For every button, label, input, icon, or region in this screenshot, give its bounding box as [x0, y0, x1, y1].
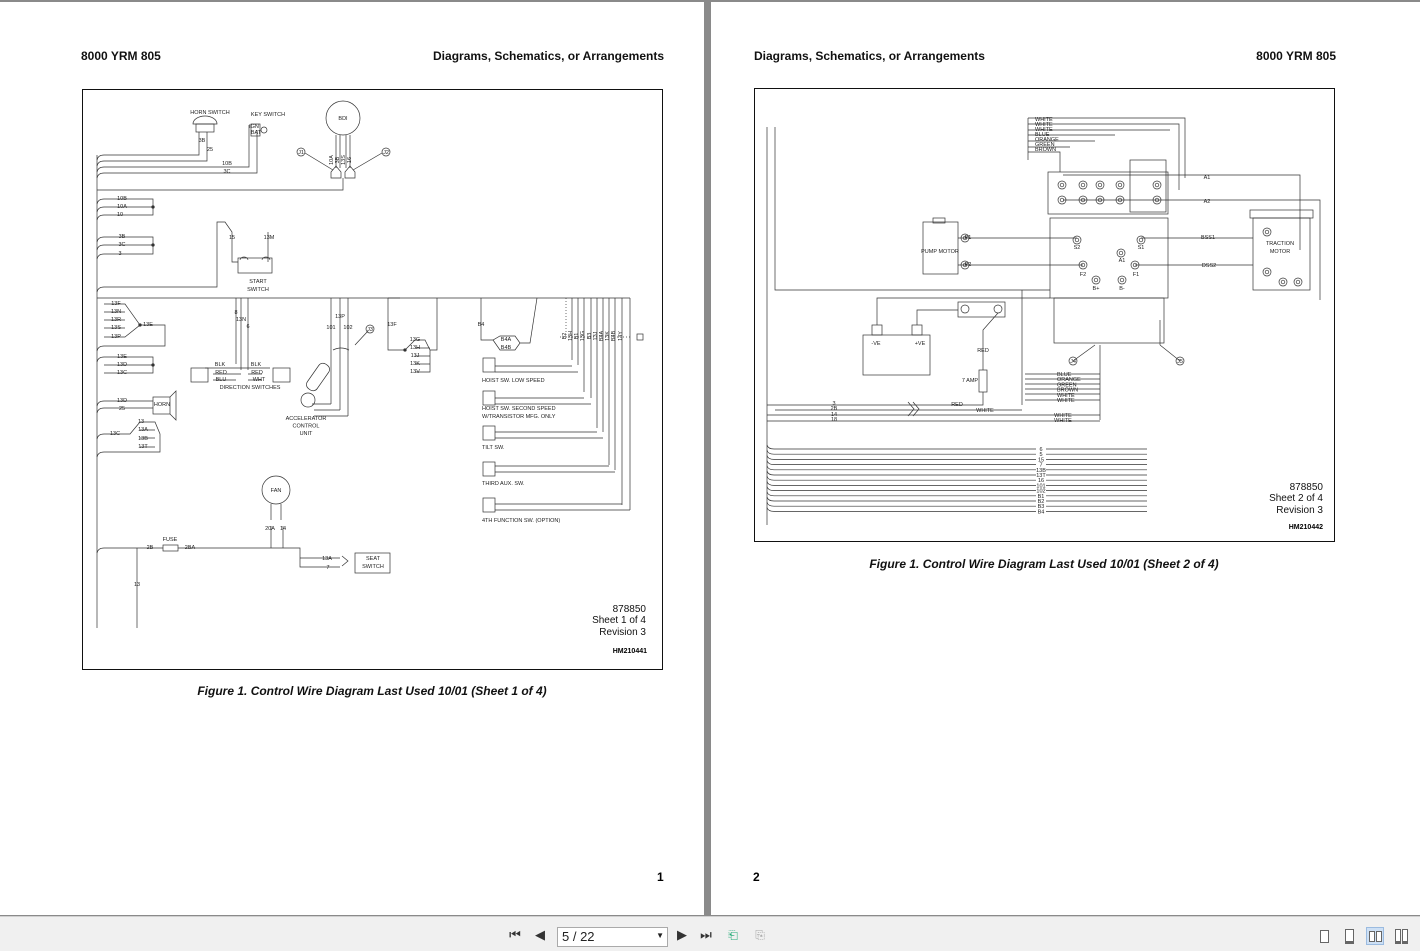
- drawing-info: 878850 Sheet 2 of 4 Revision 3: [1269, 482, 1323, 516]
- previous-view-icon: ⎗: [728, 927, 738, 942]
- page-header-left: Diagrams, Schematics, or Arrangements: [754, 49, 985, 63]
- continuous-view-button[interactable]: [1340, 927, 1358, 945]
- page-indicator: 5 / 22: [562, 929, 595, 944]
- revision: Revision 3: [1276, 504, 1323, 516]
- figure-caption: Figure 1. Control Wire Diagram Last Used…: [197, 684, 547, 698]
- hm-code: HM210442: [1288, 524, 1323, 531]
- two-page-icon-right: [1376, 931, 1382, 942]
- next-page-button[interactable]: ▶: [674, 927, 690, 943]
- drawing-number: 878850: [612, 604, 646, 615]
- pdf-page-2: Diagrams, Schematics, or Arrangements 80…: [711, 2, 1420, 915]
- next-view-button[interactable]: ⎘: [752, 927, 768, 943]
- two-page-continuous-icon-right: [1402, 929, 1408, 944]
- sheet-number: Sheet 2 of 4: [1269, 493, 1323, 505]
- chevron-down-icon[interactable]: ▼: [656, 931, 664, 940]
- two-page-continuous-view-button[interactable]: [1392, 927, 1410, 945]
- page-header-right: 8000 YRM 805: [1256, 49, 1336, 63]
- drawing-info: 878850 Sheet 1 of 4 Revision 3: [592, 604, 646, 638]
- first-page-icon: ⏮: [509, 927, 521, 942]
- previous-page-icon: ◀: [535, 927, 545, 942]
- drawing-number: 878850: [1289, 482, 1323, 493]
- continuous-icon: [1345, 929, 1354, 944]
- next-page-icon: ▶: [677, 927, 687, 942]
- pdf-viewer-toolbar: ⏮ ◀ 5 / 22 ▼ ▶ ⏭ ⎗ ⎘: [0, 916, 1420, 951]
- page-header-right: Diagrams, Schematics, or Arrangements: [433, 49, 664, 63]
- page-number: 1: [657, 870, 664, 884]
- two-page-view-button[interactable]: [1366, 927, 1384, 945]
- first-page-button[interactable]: ⏮: [507, 927, 523, 943]
- revision: Revision 3: [599, 626, 646, 638]
- single-page-view-button[interactable]: [1315, 927, 1333, 945]
- two-page-continuous-icon: [1395, 929, 1401, 944]
- page-header-left: 8000 YRM 805: [81, 49, 161, 63]
- diagram-frame: [82, 89, 663, 670]
- sheet-number: Sheet 1 of 4: [592, 615, 646, 627]
- diagram-frame: [754, 88, 1335, 542]
- last-page-icon: ⏭: [700, 927, 712, 942]
- next-view-icon: ⎘: [755, 927, 765, 942]
- page-number: 2: [753, 870, 760, 884]
- hm-code: HM210441: [612, 648, 647, 655]
- two-page-icon: [1369, 931, 1375, 942]
- previous-page-button[interactable]: ◀: [532, 927, 548, 943]
- single-page-icon: [1320, 930, 1329, 943]
- previous-view-button[interactable]: ⎗: [725, 927, 741, 943]
- page-number-input[interactable]: 5 / 22 ▼: [557, 927, 668, 947]
- figure-caption: Figure 1. Control Wire Diagram Last Used…: [869, 557, 1219, 571]
- pdf-page-1: 8000 YRM 805 Diagrams, Schematics, or Ar…: [0, 2, 704, 915]
- last-page-button[interactable]: ⏭: [698, 927, 714, 943]
